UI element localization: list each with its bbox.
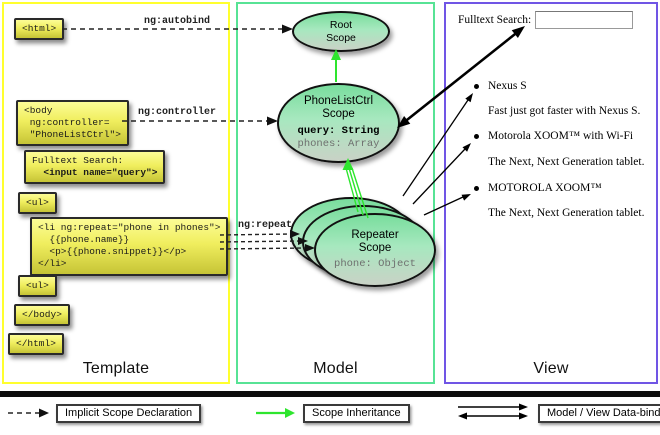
phonelistctrl-phones-prop: phones: Array xyxy=(297,138,380,151)
repeater-phone-prop: phone: Object xyxy=(334,258,416,271)
template-column-label: Template xyxy=(82,360,150,377)
root-scope-title: Root Scope xyxy=(326,19,356,44)
view-item-text: MOTOROLA XOOM™ xyxy=(488,182,602,194)
code-box-ul-close: <ul> xyxy=(18,275,57,298)
annotation-ng-controller: ng:controller xyxy=(138,107,217,118)
view-item-text: Nexus S xyxy=(488,80,527,92)
view-fulltext-search-label: Fulltext Search: xyxy=(458,14,532,26)
code-input-tag: <input name="query"> xyxy=(32,167,158,179)
view-item-motorola-xoom-desc: The Next, Next Generation tablet. xyxy=(488,207,644,219)
legend-implicit-scope-declaration: Implicit Scope Declaration xyxy=(56,404,202,423)
annotation-ng-autobind: ng:autobind xyxy=(144,16,211,27)
view-item-text: The Next, Next Generation tablet. xyxy=(488,207,645,219)
bullet-icon xyxy=(474,84,479,89)
model-column-label: Model xyxy=(313,360,358,377)
legend-divider-bar xyxy=(0,391,660,397)
legend-model-view-data-binding: Model / View Data-binding xyxy=(538,404,660,423)
legend-double-arrow-icon xyxy=(458,403,528,420)
repeater-scope-ellipse: Repeater Scope phone: Object xyxy=(314,213,436,287)
view-item-nexus-desc: Fast just got faster with Nexus S. xyxy=(488,105,640,117)
view-item-text: The Next, Next Generation tablet. xyxy=(488,156,645,168)
view-item-motorola-xoom: MOTOROLA XOOM™ xyxy=(474,182,602,194)
repeater-scope-title: Repeater Scope xyxy=(351,228,399,254)
view-column-label: View xyxy=(533,360,569,377)
code-box-body-open: <body ng:controller= "PhoneListCtrl"> xyxy=(16,100,129,147)
view-item-nexus-s: Nexus S xyxy=(474,80,527,92)
code-box-ul-open: <ul> xyxy=(18,192,57,215)
legend-dashed-arrow-icon xyxy=(8,408,49,418)
view-item-xoom-wifi-desc: The Next, Next Generation tablet. xyxy=(488,156,644,168)
annotation-ng-repeat: ng:repeat xyxy=(238,220,293,231)
code-box-html-close: </html> xyxy=(8,333,64,356)
code-box-html-open: <html> xyxy=(14,18,65,41)
fulltext-search-input[interactable] xyxy=(535,11,633,29)
phonelistctrl-query-prop: query: String xyxy=(297,125,380,138)
root-scope-ellipse: Root Scope xyxy=(292,11,390,52)
legend-green-arrow-icon xyxy=(256,408,295,418)
code-fulltext-label: Fulltext Search: xyxy=(32,155,124,166)
phonelistctrl-scope-title: PhoneListCtrl Scope xyxy=(303,94,374,120)
code-box-fulltext-input: Fulltext Search: <input name="query"> xyxy=(24,150,166,185)
model-column: Model xyxy=(236,2,435,384)
view-item-xoom-wifi: Motorola XOOM™ with Wi-Fi xyxy=(474,130,633,142)
code-box-body-close: </body> xyxy=(14,304,70,327)
view-item-text: Motorola XOOM™ with Wi-Fi xyxy=(488,130,634,142)
legend-scope-inheritance: Scope Inheritance xyxy=(303,404,410,423)
bullet-icon xyxy=(474,134,479,139)
phonelistctrl-scope-ellipse: PhoneListCtrl Scope query: String phones… xyxy=(277,83,400,163)
code-box-li-repeat: <li ng:repeat="phone in phones"> {{phone… xyxy=(30,217,229,276)
bullet-icon xyxy=(474,186,479,191)
view-item-text: Fast just got faster with Nexus S. xyxy=(488,105,641,117)
